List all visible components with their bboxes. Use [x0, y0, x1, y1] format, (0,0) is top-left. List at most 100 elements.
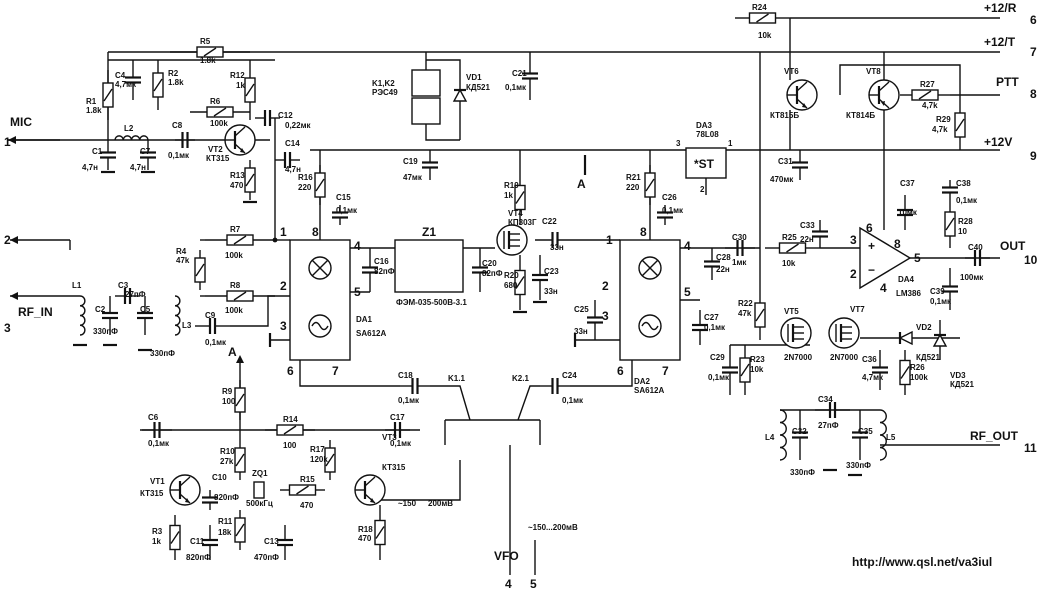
c22-ref: C22	[542, 217, 557, 226]
capacitor-c29	[722, 366, 738, 374]
resistor-r17	[324, 447, 336, 473]
da1-pin7: 7	[332, 364, 339, 378]
c25-value: 33н	[574, 327, 588, 336]
c19-ref: C19	[403, 157, 418, 166]
c27-value: 0,1мк	[704, 323, 726, 332]
vt2-value: КТ315	[206, 154, 230, 163]
z1-ref: Z1	[422, 225, 436, 239]
c3-ref: C3	[118, 281, 129, 290]
capacitor-c18	[411, 378, 419, 394]
capacitor-c7	[140, 151, 156, 159]
vd2-ref: VD2	[916, 323, 932, 332]
r16-value: 220	[298, 183, 312, 192]
vt4-ref: VT4	[508, 209, 523, 218]
capacitor-c32	[792, 431, 808, 439]
da1-pin8: 8	[312, 225, 319, 239]
capacitor-c22	[551, 232, 559, 248]
terminal-1-pin: 1	[4, 135, 11, 149]
terminal-12v-label: +12V	[984, 135, 1012, 149]
da4-pin2: 2	[850, 267, 857, 281]
c16-ref: C16	[374, 257, 389, 266]
terminal-12t-label: +12/T	[984, 35, 1016, 49]
r29-ref: R29	[936, 115, 951, 124]
regulator-label: *ST	[694, 157, 715, 171]
capacitor-c35	[852, 431, 868, 439]
r9-value: 100	[222, 397, 236, 406]
c11-value: 820пФ	[186, 553, 211, 562]
da4-ref: DA4	[898, 275, 915, 284]
r13-ref: R13	[230, 171, 245, 180]
da1-value: SA612A	[356, 329, 386, 338]
r23-value: 10k	[750, 365, 764, 374]
vt8-ref: VT8	[866, 67, 881, 76]
r17-value: 120k	[310, 455, 328, 464]
c36-value: 4,7мк	[862, 373, 884, 382]
resistor-r11	[234, 517, 246, 543]
c35-ref: C35	[858, 427, 873, 436]
capacitor-c16	[362, 266, 378, 274]
diode-vd3	[932, 333, 948, 347]
r3-value: 1k	[152, 537, 161, 546]
r20-ref: R20	[504, 271, 519, 280]
vt3-level2-label: 200мВ	[428, 499, 453, 508]
node-a-label: A	[577, 177, 586, 191]
inductor-l4	[779, 409, 787, 461]
c31-value: 470мк	[770, 175, 794, 184]
r18-value: 470	[358, 534, 372, 543]
capacitor-c24	[551, 378, 559, 394]
r8-value: 100k	[225, 306, 243, 315]
r22-ref: R22	[738, 299, 753, 308]
r10-ref: R10	[220, 447, 235, 456]
da1-pin5: 5	[354, 285, 361, 299]
c15-value: 0,1мк	[336, 206, 358, 215]
vt3-level-label: ~150	[398, 499, 417, 508]
r17-ref: R17	[310, 445, 325, 454]
c33-ref: C33	[800, 221, 815, 230]
transistor-vt1	[169, 474, 201, 506]
terminal-out-label: OUT	[1000, 239, 1026, 253]
resistor-r2	[152, 72, 164, 98]
c12-value: 0,22мк	[285, 121, 311, 130]
c2-value: 330пФ	[93, 327, 118, 336]
r6-ref: R6	[210, 97, 221, 106]
c10-ref: C10	[212, 473, 227, 482]
c39-value: 0,1мк	[930, 297, 952, 306]
c40-value: 100мк	[960, 273, 984, 282]
c19-value: 47мк	[403, 173, 423, 182]
r12-ref: R12	[230, 71, 245, 80]
c18-ref: C18	[398, 371, 413, 380]
vt7-ref: VT7	[850, 305, 865, 314]
capacitor-c19	[422, 161, 438, 169]
da1-pin1: 1	[280, 225, 287, 239]
c30-value: 1мк	[732, 258, 747, 267]
r5-ref: R5	[200, 37, 211, 46]
source-url: http://www.qsl.net/va3iul	[852, 555, 992, 569]
r14-ref: R14	[283, 415, 298, 424]
c28-value: 22н	[716, 265, 730, 274]
c8-value: 0,1мк	[168, 151, 190, 160]
arrow-icon	[10, 292, 18, 300]
da3-pin1: 1	[728, 139, 733, 148]
c26-ref: C26	[662, 193, 677, 202]
capacitor-c33	[812, 230, 828, 238]
capacitor-c15	[332, 211, 348, 219]
c4-value: 4,7мк	[115, 80, 137, 89]
wire	[425, 124, 460, 141]
c36-ref: C36	[862, 355, 877, 364]
c30-ref: C30	[732, 233, 747, 242]
c13-value: 470пФ	[254, 553, 279, 562]
resistor-r21	[644, 172, 656, 198]
r21-value: 220	[626, 183, 640, 192]
resistor-r5	[196, 46, 224, 58]
wire	[517, 385, 540, 421]
capacitor-c17	[393, 422, 402, 438]
resistor-r29	[954, 112, 966, 138]
capacitor-c3	[123, 288, 132, 304]
c6-ref: C6	[148, 413, 159, 422]
arrow-icon	[10, 236, 18, 244]
da4-plus: +	[868, 239, 875, 253]
resistor-r8	[226, 290, 254, 302]
k1-ref: K1,K2	[372, 79, 395, 88]
l2-ref: L2	[124, 124, 134, 133]
